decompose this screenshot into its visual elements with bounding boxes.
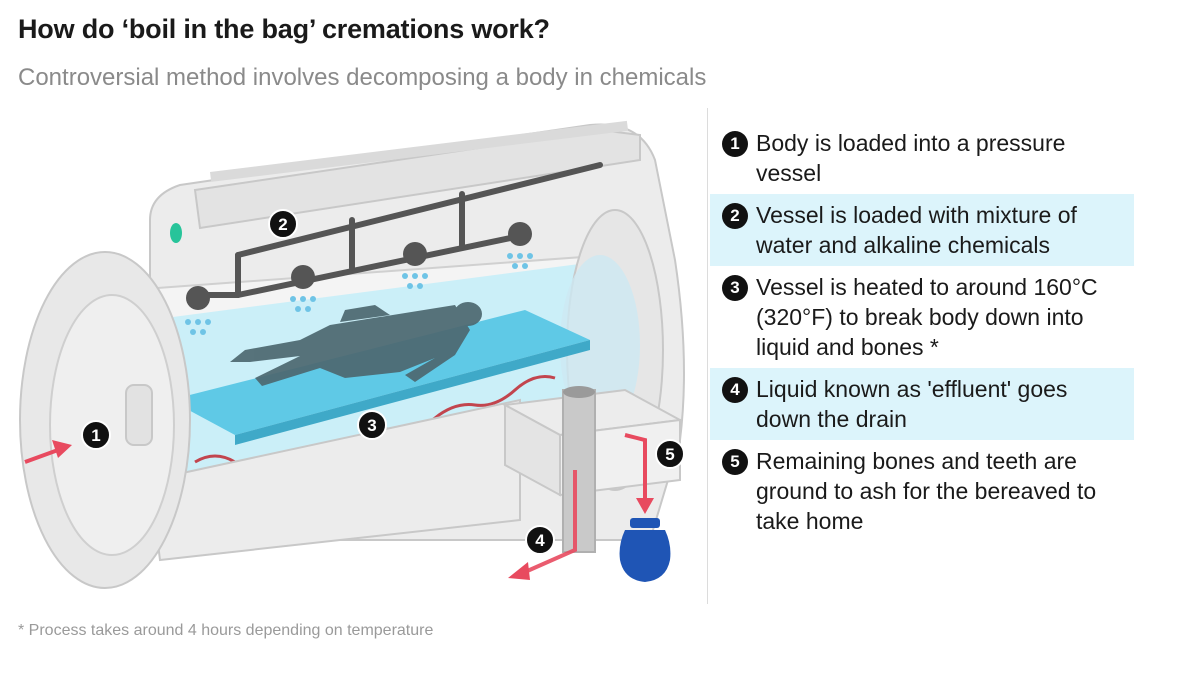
drain-pipe: [562, 389, 596, 553]
footnote: * Process takes around 4 hours depending…: [18, 622, 434, 639]
marker-2: 2: [268, 209, 298, 239]
step-5: 5 Remaining bones and teeth are ground t…: [710, 440, 1134, 542]
vessel-door-inner: [49, 294, 175, 556]
step-1: 1 Body is loaded into a pressure vessel: [710, 122, 1134, 194]
step-number: 2: [722, 203, 748, 229]
sprinkler-nozzles: [186, 222, 532, 310]
svg-text:2: 2: [278, 215, 287, 234]
drain-pipe-top: [563, 386, 595, 398]
step-text: Liquid known as 'effluent' goes down the…: [756, 376, 1068, 432]
page-subtitle: Controversial method involves decomposin…: [18, 64, 707, 91]
status-light: [170, 223, 182, 243]
step-number: 4: [722, 377, 748, 403]
flow-arrows: [24, 433, 654, 580]
cremation-vessel-diagram: 1 2 3 4 5: [19, 120, 685, 589]
svg-text:3: 3: [367, 416, 376, 435]
marker-5: 5: [655, 439, 685, 469]
step-number: 1: [722, 131, 748, 157]
step-3: 3 Vessel is heated to around 160°C (320°…: [710, 266, 1134, 368]
column-divider: [707, 108, 708, 604]
marker-3: 3: [357, 410, 387, 440]
svg-text:1: 1: [91, 426, 100, 445]
step-text: Vessel is heated to around 160°C (320°F)…: [756, 274, 1098, 360]
svg-text:4: 4: [535, 531, 545, 550]
urn: [619, 518, 671, 582]
step-number: 3: [722, 275, 748, 301]
body-silhouette: [230, 302, 482, 386]
step-2: 2 Vessel is loaded with mixture of water…: [710, 194, 1134, 266]
step-4: 4 Liquid known as 'effluent' goes down t…: [710, 368, 1134, 440]
marker-4: 4: [525, 525, 555, 555]
door-handle: [125, 384, 153, 446]
sprinkler-pipes: [197, 162, 603, 301]
step-number: 5: [722, 449, 748, 475]
body-tray-edge: [235, 340, 590, 445]
water-droplets: [185, 253, 533, 335]
step-text: Body is loaded into a pressure vessel: [756, 130, 1066, 186]
marker-1: 1: [81, 420, 111, 450]
step-text: Vessel is loaded with mixture of water a…: [756, 202, 1077, 258]
step-text: Remaining bones and teeth are ground to …: [756, 448, 1097, 534]
steps-list: 1 Body is loaded into a pressure vessel …: [710, 122, 1134, 542]
vessel-top-rail: [210, 120, 629, 182]
page-title: How do ‘boil in the bag’ cremations work…: [18, 14, 550, 44]
svg-text:5: 5: [665, 445, 674, 464]
